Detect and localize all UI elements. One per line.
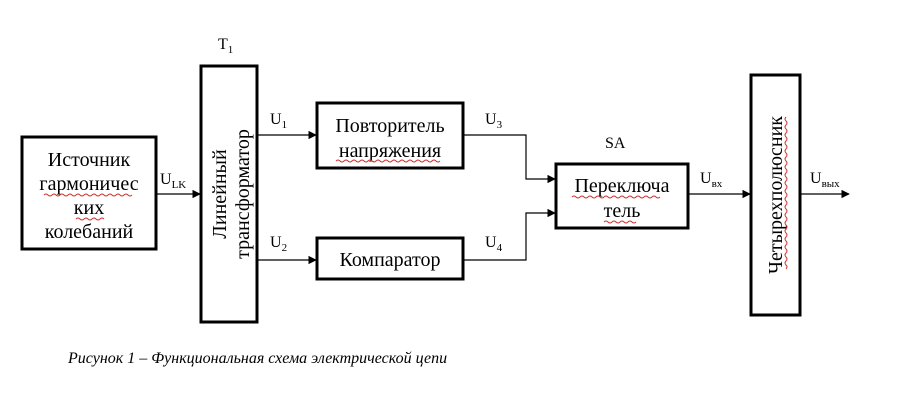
source-label-line-4: колебаний	[45, 221, 134, 243]
signal-uvyx: Uвых	[810, 170, 840, 190]
source-label-line-2: гармоничес	[39, 173, 138, 195]
source-block: Источник гармоничес ких колебаний	[20, 135, 158, 251]
signal-u2: U2	[270, 234, 287, 254]
switch-block: Переключа тель SA	[554, 135, 690, 230]
transformer-label-line-1: Линейный	[209, 149, 231, 239]
transformer-block: Линейный трансформатор T1	[199, 36, 259, 324]
repeater-block: Повторитель напряжения	[315, 101, 465, 170]
signal-u3: U3	[485, 111, 503, 131]
source-label-line-3: ких	[74, 197, 104, 219]
transformer-designator: T1	[218, 36, 233, 56]
repeater-label-line-1: Повторитель	[335, 115, 444, 137]
quadripole-label: Четырехполюсник	[765, 116, 787, 274]
repeater-label-line-2: напряжения	[339, 140, 441, 162]
source-label-line-1: Источник	[48, 149, 131, 171]
signal-uvx: Uвх	[700, 170, 723, 190]
switch-label-line-1: Переключа	[574, 175, 669, 197]
comparator-label: Компаратор	[339, 249, 440, 271]
transformer-label-line-2: трансформатор	[232, 129, 254, 259]
comparator-block: Компаратор	[315, 236, 465, 281]
repeater-to-switch-arrow	[464, 134, 556, 184]
switch-designator: SA	[605, 135, 626, 152]
comparator-to-switch-arrow	[464, 208, 556, 261]
figure-caption: Рисунок 1 – Функциональная схема электри…	[67, 350, 447, 367]
signal-ulk: ULK	[160, 171, 186, 191]
switch-label-line-2: тель	[604, 200, 641, 222]
signal-u4: U4	[485, 234, 503, 254]
quadripole-block: Четырехполюсник	[749, 73, 802, 317]
signal-u1: U1	[270, 111, 287, 131]
